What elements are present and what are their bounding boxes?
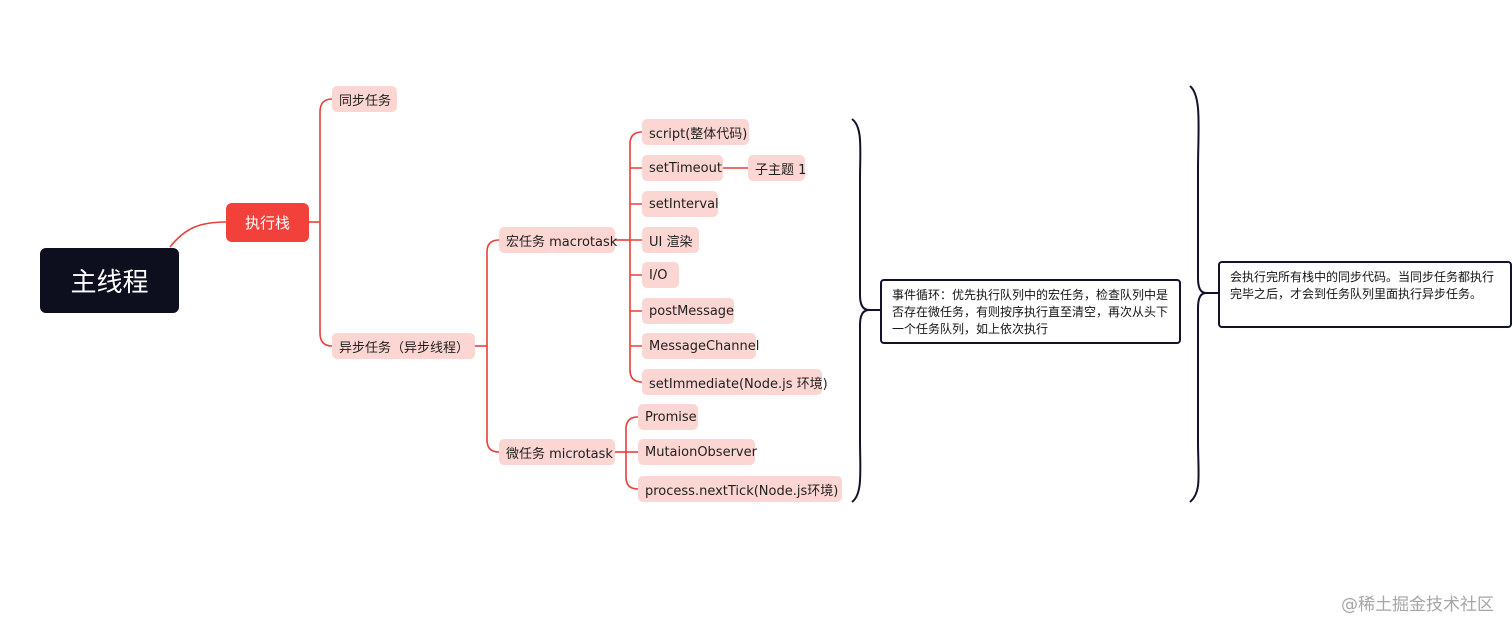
connector-macro-branches	[630, 167, 642, 347]
sync-task-node[interactable]: 同步任务	[332, 86, 397, 112]
root-node[interactable]: 主线程	[40, 248, 179, 313]
microtask-node[interactable]: 微任务 microtask	[499, 439, 615, 465]
microtask-item-nexttick[interactable]: process.nextTick(Node.js环境)	[638, 476, 842, 502]
microtask-item-promise[interactable]: Promise	[638, 404, 698, 430]
connector-async-children	[486, 239, 500, 453]
brace-summary	[1189, 85, 1207, 503]
macrotask-item-messagechannel[interactable]: MessageChannel	[642, 333, 759, 359]
watermark: @稀土掘金技术社区	[1341, 595, 1494, 615]
connector-micro-trunk	[625, 416, 639, 490]
macrotask-node[interactable]: 宏任务 macrotask	[499, 227, 617, 253]
main-topic-node[interactable]: 执行栈	[226, 203, 309, 242]
macrotask-item-setinterval[interactable]: setInterval	[642, 191, 719, 217]
macrotask-item-postmessage[interactable]: postMessage	[642, 298, 734, 324]
async-task-node[interactable]: 异步任务（异步线程）	[332, 333, 475, 359]
macrotask-item-settimeout[interactable]: setTimeout	[642, 155, 723, 181]
macrotask-item-setimmediate[interactable]: setImmediate(Node.js 环境)	[642, 369, 828, 395]
event-loop-note[interactable]: 事件循环：优先执行队列中的宏任务，检查队列中是否存在微任务，有则按序执行直至清空…	[880, 279, 1181, 344]
connector-macro-trunk	[629, 131, 643, 383]
connector-main-children	[319, 98, 333, 347]
macrotask-item-script[interactable]: script(整体代码)	[642, 119, 749, 145]
microtask-item-mutationobserver[interactable]: MutaionObserver	[638, 439, 757, 465]
macrotask-item-ui-render[interactable]: UI 渲染	[642, 227, 699, 253]
settimeout-child-node[interactable]: 子主题 1	[748, 155, 806, 181]
summary-note[interactable]: 会执行完所有栈中的同步代码。当同步任务都执行完毕之后，才会到任务队列里面执行异步…	[1218, 261, 1512, 328]
connector-root-main	[169, 221, 227, 248]
macrotask-item-io[interactable]: I/O	[642, 262, 679, 288]
brace-event-loop	[851, 118, 870, 503]
